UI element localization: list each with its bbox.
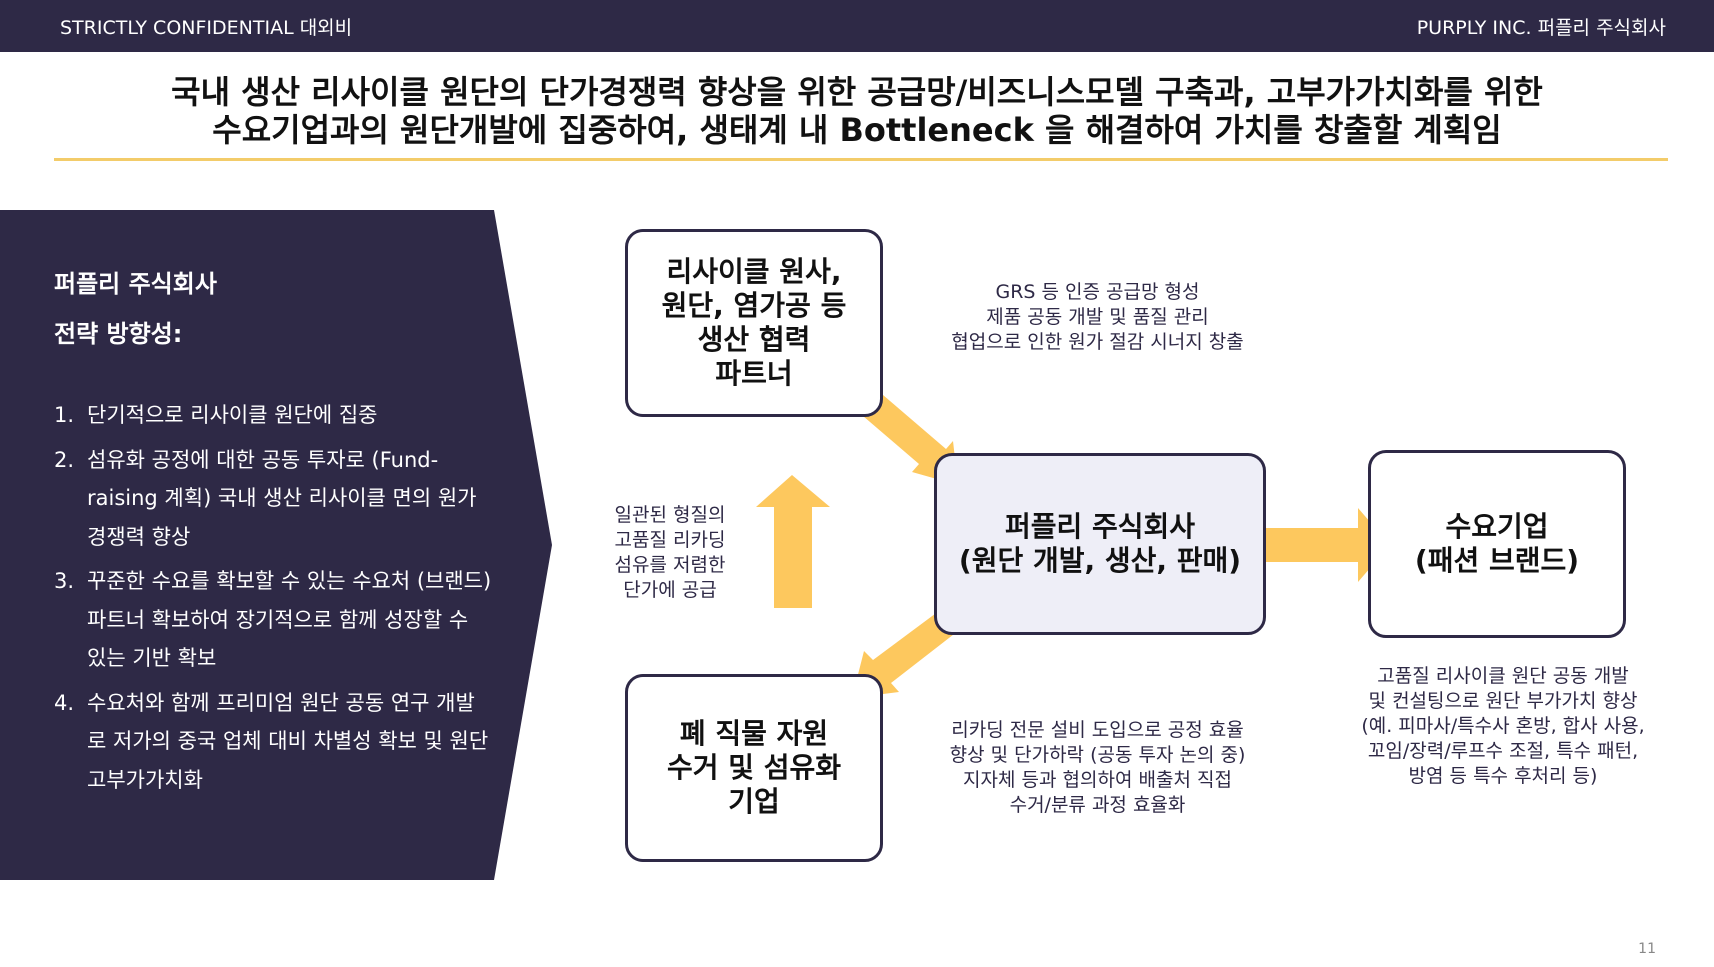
strategy-item-1: 1.단기적으로 리사이클 원단에 집중 [54, 403, 378, 427]
note-supply: 일관된 형질의 고품질 리카딩 섬유를 저렴한 단가에 공급 [614, 504, 726, 601]
strategy-item-2: 2.섬유화 공정에 대한 공동 투자로 (Fund-raising 계획) 국내… [54, 447, 477, 549]
note-demand: 고품질 리사이클 원단 공동 개발 및 컨설팅으로 원단 부가가치 향상 (예.… [1361, 665, 1645, 787]
title-line-1: 국내 생산 리사이클 원단의 단가경쟁력 향상을 위한 공급망/비즈니스모델 구… [171, 73, 1543, 111]
strategy-panel: 퍼플리 주식회사 전략 방향성: 1.단기적으로 리사이클 원단에 집중 2.섬… [54, 270, 494, 805]
note-partner: GRS 등 인증 공급망 형성 제품 공동 개발 및 품질 관리 협업으로 인한… [951, 281, 1244, 353]
note-collector: 리카딩 전문 설비 도입으로 공정 효율 향상 및 단가하락 (공동 투자 논의… [949, 719, 1246, 816]
panel-heading-strategy: 전략 방향성: [54, 320, 183, 348]
page-title: 국내 생산 리사이클 원단의 단가경쟁력 향상을 위한 공급망/비즈니스모델 구… [40, 73, 1674, 149]
center-company-box: 퍼플리 주식회사 (원단 개발, 생산, 판매) [934, 453, 1266, 635]
strategy-panel-shape [0, 210, 552, 880]
strategy-item-3: 3.꾸준한 수요를 확보할 수 있는 수요처 (브랜드) 파트너 확보하여 장기… [54, 569, 492, 670]
top-bar: STRICTLY CONFIDENTIAL 대외비 PURPLY INC. 퍼플… [0, 0, 1714, 52]
arrow-up-supply [756, 475, 830, 608]
demand-box: 수요기업 (패션 브랜드) [1368, 450, 1626, 638]
strategy-list: 1.단기적으로 리사이클 원단에 집중 2.섬유화 공정에 대한 공동 투자로 … [54, 396, 494, 799]
confidential-label: STRICTLY CONFIDENTIAL 대외비 [60, 17, 353, 39]
title-divider [54, 158, 1668, 161]
company-label: PURPLY INC. 퍼플리 주식회사 [1416, 17, 1666, 39]
collector-box: 폐 직물 자원 수거 및 섬유화 기업 [625, 674, 883, 862]
title-line-2: 수요기업과의 원단개발에 집중하여, 생태계 내 Bottleneck 을 해결… [212, 111, 1502, 149]
arrow-center-demand [1258, 508, 1390, 582]
panel-heading-company: 퍼플리 주식회사 [54, 270, 217, 298]
partner-box: 리사이클 원사, 원단, 염가공 등 생산 협력 파트너 [625, 229, 883, 417]
strategy-item-4: 4.수요처와 함께 프리미엄 원단 공동 연구 개발로 저가의 중국 업체 대비… [54, 690, 489, 792]
page-number: 11 [1638, 941, 1656, 957]
